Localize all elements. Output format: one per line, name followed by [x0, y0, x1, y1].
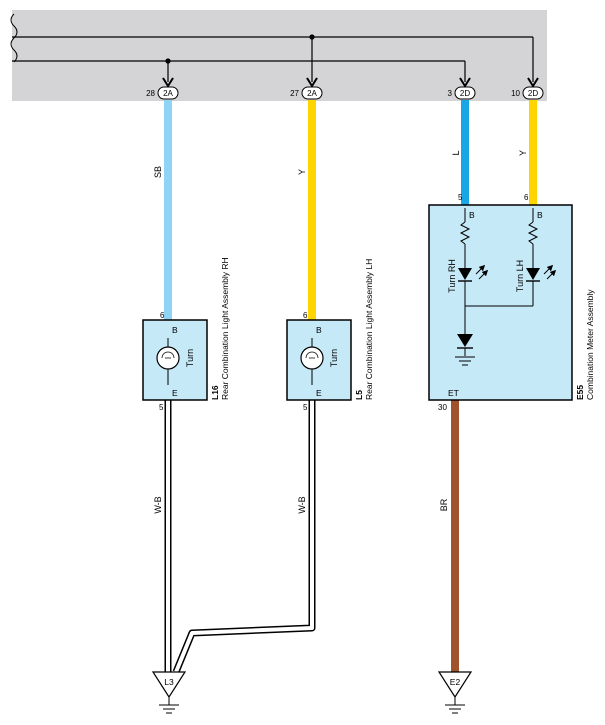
break-symbol [10, 13, 18, 63]
connector-2a-27: 2A 27 [290, 86, 323, 100]
svg-text:ET: ET [448, 388, 459, 398]
ground-point-l3: L3 [151, 671, 187, 714]
diode-icon [457, 334, 473, 347]
svg-text:Turn LH: Turn LH [515, 260, 525, 292]
svg-text:Turn RH: Turn RH [447, 259, 457, 293]
wire-wb-lh [172, 400, 316, 674]
connector-2a-28: 2A 28 [146, 86, 179, 100]
led-icon [526, 268, 540, 280]
resistor-icon [527, 221, 539, 245]
component-l5: B E Turn [286, 319, 352, 401]
svg-text:E2: E2 [450, 677, 461, 687]
svg-text:B: B [469, 210, 475, 220]
svg-text:B: B [172, 325, 178, 335]
ground-icon [455, 356, 475, 366]
wire-label: BR [439, 498, 449, 511]
wire-label: W-B [297, 496, 307, 513]
svg-text:30: 30 [438, 403, 447, 412]
junction-dot [309, 34, 315, 40]
svg-text:Rear Combination Light Assembl: Rear Combination Light Assembly RH [220, 257, 230, 400]
svg-text:2A: 2A [163, 89, 173, 98]
svg-text:5: 5 [303, 403, 308, 412]
wire-label: L [451, 150, 461, 155]
svg-text:6: 6 [303, 311, 308, 320]
svg-text:3: 3 [448, 89, 453, 98]
arrow-icon [162, 77, 174, 88]
svg-text:6: 6 [160, 311, 165, 320]
svg-text:E: E [172, 388, 178, 398]
svg-text:2D: 2D [528, 89, 538, 98]
arrow-icon [527, 77, 539, 88]
arrow-icon [306, 77, 318, 88]
harness-band [12, 10, 547, 101]
svg-text:Turn: Turn [185, 349, 195, 367]
wire-label: Y [518, 150, 528, 156]
led-icon [458, 268, 472, 280]
svg-text:27: 27 [290, 89, 299, 98]
connector-2d-3: 2D 3 [448, 86, 476, 100]
svg-text:Combination Meter Assembly: Combination Meter Assembly [585, 289, 595, 400]
svg-text:L16: L16 [210, 385, 220, 400]
component-l16: B E Turn [142, 319, 208, 401]
svg-text:L3: L3 [164, 677, 174, 687]
svg-text:2A: 2A [307, 89, 317, 98]
connector-2d-10: 2D 10 [511, 86, 544, 100]
svg-text:5: 5 [458, 193, 463, 202]
svg-text:5: 5 [159, 403, 164, 412]
resistor-icon [459, 221, 471, 245]
wire-label: SB [153, 166, 163, 178]
ground-point-e2: E2 [437, 671, 473, 714]
svg-text:6: 6 [524, 193, 529, 202]
arrow-icon [459, 77, 471, 88]
svg-text:B: B [537, 210, 543, 220]
svg-text:10: 10 [511, 89, 520, 98]
svg-text:2D: 2D [460, 89, 470, 98]
svg-text:E55: E55 [575, 385, 585, 400]
wire-label: W-B [153, 496, 163, 513]
svg-text:28: 28 [146, 89, 155, 98]
wire-label: Y [297, 169, 307, 175]
component-e55: B B Turn RH Turn LH ET [428, 204, 573, 401]
svg-text:B: B [316, 325, 322, 335]
svg-text:Rear Combination Light Assembl: Rear Combination Light Assembly LH [364, 259, 374, 400]
svg-text:L5: L5 [354, 390, 364, 400]
svg-text:Turn: Turn [329, 349, 339, 367]
svg-text:E: E [316, 388, 322, 398]
junction-dot [165, 58, 171, 64]
